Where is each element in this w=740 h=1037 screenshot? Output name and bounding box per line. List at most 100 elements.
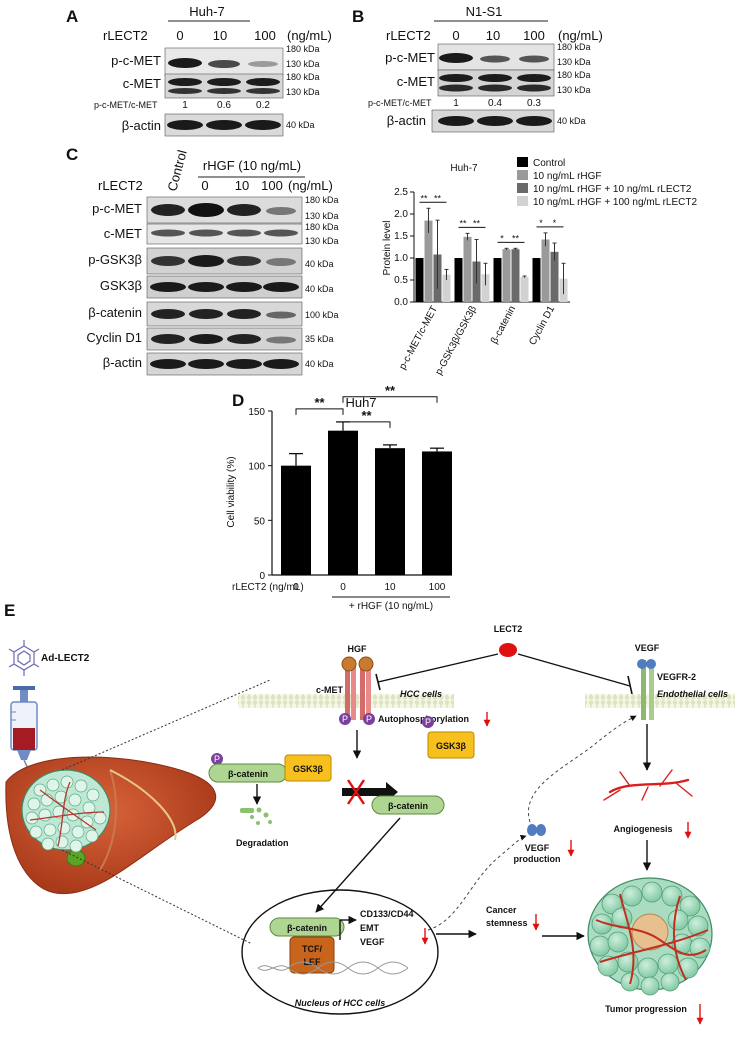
panel-e: E Ad-LECT2	[4, 601, 735, 1025]
significance-mark: *	[553, 218, 557, 228]
row-label: GSK3β	[100, 278, 142, 293]
legend-label: 10 ng/mL rHGF + 10 ng/mL rLECT2	[533, 184, 692, 195]
legend-swatch	[517, 196, 528, 206]
cancer-stemness-label: stemness	[486, 918, 528, 928]
blot-strip	[437, 69, 555, 97]
marker-label: 180 kDa	[286, 72, 320, 82]
dose-label: 10	[213, 28, 227, 43]
row-label: p-c-MET	[92, 201, 142, 216]
hcc-cells-label: HCC cells	[400, 689, 442, 699]
treatment-label: rLECT2	[386, 28, 431, 43]
vegf-production-label: production	[514, 854, 561, 864]
marker-label: 130 kDa	[305, 211, 339, 221]
panel-c-letter: C	[66, 145, 78, 164]
category-label: p-GSK3β/GSK3β	[433, 304, 479, 377]
row-label: Cyclin D1	[86, 330, 142, 345]
y-tick-label: 0.5	[394, 275, 408, 286]
gsk3b-label: GSK3β	[436, 741, 467, 751]
treatment-label: rLECT2	[98, 178, 143, 193]
blood-vessel-icon	[603, 769, 693, 801]
marker-label: 40 kDa	[305, 259, 334, 269]
marker-label: 40 kDa	[305, 284, 334, 294]
angiogenesis-label: Angiogenesis	[613, 824, 672, 834]
arrow	[342, 782, 398, 802]
category-label: 100	[429, 582, 446, 593]
y-tick-label: 1.5	[394, 231, 408, 242]
y-axis-label: Cell viability (%)	[226, 456, 237, 527]
hgf-label: HGF	[348, 644, 368, 654]
row-label: p-GSK3β	[88, 252, 142, 267]
row-label: β-catenin	[88, 305, 142, 320]
legend-label: 10 ng/mL rHGF + 100 ng/mL rLECT2	[533, 197, 697, 208]
legend-swatch	[517, 170, 528, 180]
tcf-lef-label: LEF	[304, 957, 322, 967]
y-tick-label: 150	[248, 407, 265, 418]
bar	[520, 276, 529, 302]
bar	[375, 448, 405, 575]
bar	[463, 236, 472, 302]
degradation-icon	[240, 807, 272, 825]
marker-label: 180 kDa	[305, 222, 339, 232]
lect2-label: LECT2	[494, 624, 523, 634]
category-label: Cyclin D1	[527, 304, 557, 347]
beta-catenin-free	[371, 795, 445, 815]
blot-band	[248, 61, 278, 67]
dose-label: 10	[235, 178, 249, 193]
phospho-icon	[339, 713, 351, 725]
bar	[422, 451, 452, 575]
bar	[328, 430, 358, 575]
beta-catenin-label: β-catenin	[287, 923, 327, 933]
syringe-icon	[10, 686, 39, 791]
bar	[454, 258, 463, 302]
marker-label: 130 kDa	[557, 57, 591, 67]
dose-label: 100	[523, 28, 545, 43]
row-label: c-MET	[397, 74, 435, 89]
marker-label: 130 kDa	[286, 87, 320, 97]
significance-bracket	[295, 408, 344, 415]
category-label: 10	[384, 582, 396, 593]
legend-swatch	[517, 157, 528, 167]
svg-text:P: P	[214, 754, 220, 764]
ratio-value: 0.4	[488, 98, 502, 109]
tumor-illustration	[587, 877, 713, 996]
liver-illustration	[5, 756, 217, 895]
significance-mark: **	[434, 193, 442, 203]
bar	[481, 274, 490, 302]
dose-label: 100	[261, 178, 283, 193]
y-tick-label: 2.5	[394, 187, 408, 198]
y-tick-label: 0	[259, 571, 265, 582]
vegf-production-label: VEGF	[525, 843, 550, 853]
endothelial-cells-label: Endothelial cells	[657, 689, 728, 699]
group-label: + rHGF (10 ng/mL)	[349, 601, 433, 612]
vegfr2-label: VEGFR-2	[657, 672, 696, 682]
dose-label: 0	[201, 178, 208, 193]
ratio-label: p-c-MET/c-MET	[368, 98, 432, 108]
beta-catenin-label: β-catenin	[228, 769, 268, 779]
y-tick-label: 2.0	[394, 209, 408, 220]
marker-label: 180 kDa	[557, 42, 591, 52]
significance-mark: **	[420, 193, 428, 203]
significance-mark: **	[473, 218, 481, 228]
ratio-value: 1	[182, 100, 188, 111]
beta-catenin-nuclear	[269, 917, 345, 937]
gsk3b-label: GSK3β	[293, 764, 324, 774]
legend-swatch	[517, 183, 528, 193]
marker-label: 35 kDa	[305, 334, 334, 344]
significance-mark: **	[361, 408, 372, 423]
y-tick-label: 0.0	[394, 297, 408, 308]
row-label: c-MET	[123, 76, 161, 91]
marker-label: 40 kDa	[305, 359, 334, 369]
blot-band	[168, 58, 202, 68]
endothelial-membrane	[585, 694, 735, 708]
marker-label: 100 kDa	[305, 310, 339, 320]
nucleus-label: Nucleus of HCC cells	[295, 998, 386, 1008]
treatment-label: rLECT2	[103, 28, 148, 43]
liver-tumor	[21, 769, 111, 853]
c-met-receptor	[341, 656, 374, 720]
bar	[442, 274, 451, 302]
beta-catenin-label: β-catenin	[388, 801, 428, 811]
panel-d-letter: D	[232, 391, 244, 410]
adenovirus-icon	[8, 640, 40, 676]
